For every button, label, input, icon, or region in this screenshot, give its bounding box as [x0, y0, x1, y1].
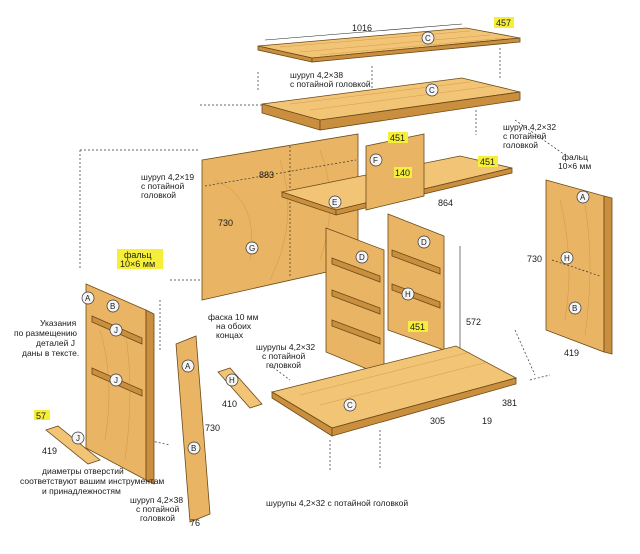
- part-left-side: [81, 283, 155, 485]
- note-chamfer: фаска 10 мм на обоих концах: [208, 312, 261, 340]
- note-screw-back: шуруп 4,2×19 с потайной головкой: [141, 172, 196, 200]
- note-holes: диаметры отверстий соответствуют вашим и…: [20, 466, 167, 496]
- part-marker-h-cleat: H: [229, 376, 235, 385]
- part-marker-j1: J: [114, 326, 118, 335]
- part-marker-a-right: A: [580, 193, 586, 202]
- part-marker-b-left: B: [110, 302, 115, 311]
- note-screw-top-right: шуруп 4,2×32 с потайной головкой: [503, 122, 558, 150]
- dim-partition-depth: 451: [410, 322, 425, 332]
- note-placement: Указания по размещению деталей J даны в …: [14, 318, 79, 358]
- part-strip-j: [45, 425, 101, 465]
- part-marker-c1: C: [425, 34, 431, 43]
- part-marker-a-rail: A: [185, 362, 191, 371]
- part-rail-a: [175, 335, 211, 523]
- dim-h-length: 410: [222, 399, 237, 409]
- dim-bottom-depth: 381: [502, 398, 517, 408]
- dim-top-depth: 457: [496, 18, 511, 28]
- part-marker-h-side: H: [564, 254, 570, 263]
- dim-rail-width: 76: [190, 518, 200, 528]
- dim-side-height: 730: [218, 218, 233, 228]
- part-marker-f: F: [373, 156, 378, 165]
- dim-rail-height: 730: [205, 423, 220, 433]
- dim-shelf-length: 864: [438, 198, 453, 208]
- dim-top-width: 1016: [352, 23, 372, 33]
- assembly-guides: [79, 48, 566, 470]
- dim-back-width: 883: [259, 170, 274, 180]
- part-marker-d2: D: [421, 238, 427, 247]
- dim-partition-height: 572: [466, 317, 481, 327]
- note-screws-bottom: шурупы 4,2×32 с потайной головкой: [266, 498, 408, 508]
- part-partition-d-middle: [325, 227, 385, 377]
- part-marker-a-left: A: [85, 294, 91, 303]
- note-screw-bottom-left: шуруп 4,2×38 с потайной головкой: [130, 495, 185, 523]
- dim-bottom-19: 19: [482, 416, 492, 426]
- dim-shelf-depth: 451: [480, 157, 495, 167]
- part-marker-j2: J: [114, 376, 118, 385]
- dim-right-side-height: 730: [527, 254, 542, 264]
- dim-j-width: 57: [36, 411, 46, 421]
- part-marker-c-bottom: C: [347, 401, 353, 410]
- note-rabbet-left: фальц 10×6 мм: [120, 250, 155, 269]
- part-marker-e: E: [332, 198, 337, 207]
- part-marker-c2: C: [429, 86, 435, 95]
- part-marker-j-strip: J: [76, 434, 80, 443]
- part-partition-d-right: [387, 213, 445, 351]
- part-marker-d1: D: [359, 253, 365, 262]
- part-top-c-lower: [261, 77, 521, 131]
- part-marker-h-right: H: [405, 290, 411, 299]
- dim-right-side-depth: 419: [564, 348, 579, 358]
- note-screw-top: шуруп 4,2×38 с потайной головкой: [290, 70, 371, 89]
- part-cleat-h: [217, 367, 263, 409]
- part-marker-g: G: [249, 244, 255, 253]
- part-marker-b-right: B: [572, 304, 577, 313]
- dim-f-width: 451: [390, 133, 405, 143]
- part-marker-b-rail: B: [191, 444, 196, 453]
- dim-f-height: 140: [395, 168, 410, 178]
- note-rabbet-right: фальц 10×6 мм: [558, 152, 591, 171]
- part-right-side: [545, 179, 613, 355]
- part-top-c-upper: [257, 27, 521, 63]
- dim-bottom-305: 305: [430, 416, 445, 426]
- note-screws-mid: шурупы 4,2×32 с потайной головкой: [256, 342, 318, 370]
- part-bottom-c: [270, 345, 518, 437]
- dim-j-length: 419: [42, 446, 57, 456]
